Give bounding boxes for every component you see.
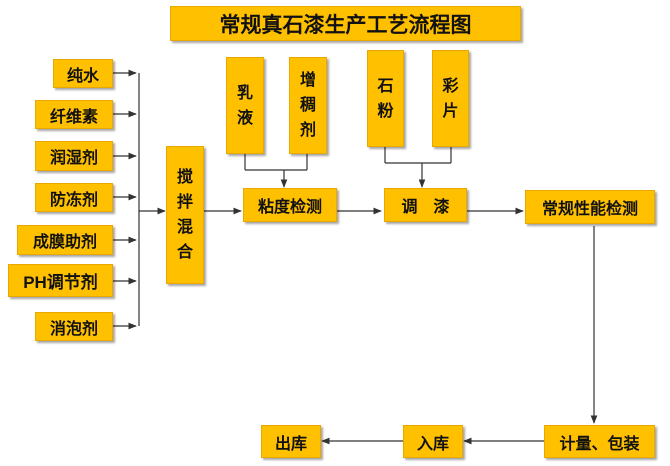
ingredient-cellulose: 纤维素 (35, 100, 113, 129)
ingredient-antifreeze: 防冻剂 (35, 183, 113, 212)
vertical-char: 合 (176, 241, 193, 261)
warehousing-box: 入库 (403, 425, 463, 458)
thickener-box: 增稠剂 (289, 57, 327, 154)
vertical-char: 片 (442, 100, 459, 120)
vertical-char: 增 (299, 70, 316, 90)
vertical-char: 彩 (442, 75, 459, 95)
vertical-char: 石 (377, 75, 394, 95)
vertical-char: 液 (236, 107, 253, 127)
ingredient-defoamer: 消泡剂 (35, 312, 113, 341)
vertical-char: 粉 (377, 100, 394, 120)
ingredient-ph-regulator: PH调节剂 (8, 264, 113, 297)
ingredient-wetting-agent: 润湿剂 (35, 141, 113, 171)
emulsion-box: 乳液 (226, 57, 264, 154)
ingredient-pure-water: 纯水 (53, 59, 113, 88)
tinting-box: 调 漆 (384, 188, 467, 222)
viscosity-test-box: 粘度检测 (243, 188, 337, 222)
vertical-char: 混 (176, 217, 193, 236)
color-flakes-box: 彩片 (432, 50, 469, 147)
metering-packing-box: 计量、包装 (544, 425, 655, 458)
mix-box: 搅拌混合 (166, 146, 204, 284)
vertical-char: 稠 (299, 95, 316, 115)
performance-test-box: 常规性能检测 (525, 190, 655, 224)
vertical-char: 剂 (299, 119, 316, 139)
vertical-char: 乳 (236, 82, 253, 102)
stone-powder-box: 石粉 (367, 50, 404, 147)
page-title: 常规真石漆生产工艺流程图 (170, 6, 521, 41)
ingredient-coalescent: 成膜助剂 (17, 225, 113, 255)
vertical-char: 拌 (176, 192, 193, 212)
vertical-char: 搅 (176, 167, 193, 187)
shipping-box: 出库 (261, 425, 321, 458)
